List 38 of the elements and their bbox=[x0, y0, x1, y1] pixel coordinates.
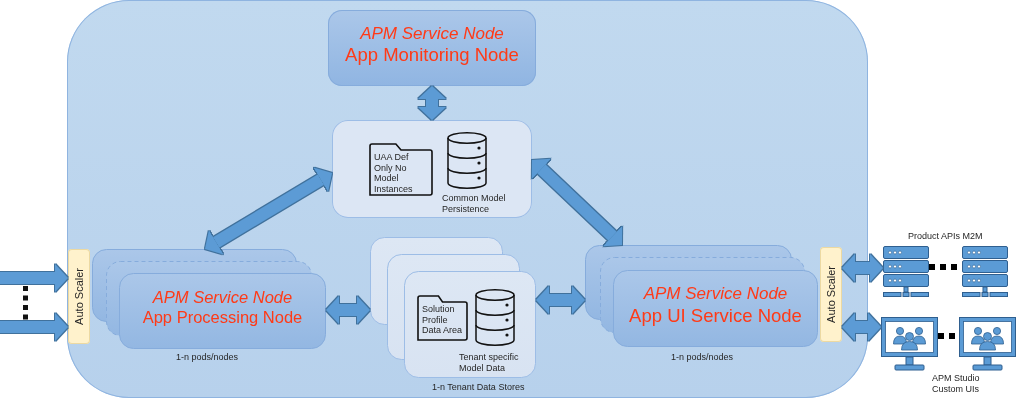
stacked-cards bbox=[92, 249, 326, 349]
double-arrow bbox=[418, 86, 446, 120]
folder-shape bbox=[369, 143, 433, 196]
node-caption: 1-n pods/nodes bbox=[671, 352, 734, 363]
node-role-title: APM Service Node bbox=[643, 284, 788, 305]
scaler-label: Auto Scaler bbox=[73, 268, 85, 325]
node-caption: 1-n Tenant Data Stores bbox=[432, 382, 525, 393]
storage-card bbox=[332, 120, 532, 218]
double-arrow bbox=[326, 296, 370, 324]
node-caption: 1-n pods/nodes bbox=[176, 352, 239, 363]
arrow bbox=[0, 264, 68, 292]
server-icon bbox=[962, 246, 1008, 298]
folder-label: UAA Def Only No Model Instances bbox=[374, 152, 414, 194]
server-icon bbox=[883, 246, 929, 298]
scaler-bar bbox=[68, 249, 90, 344]
stacked-cards bbox=[370, 237, 536, 378]
service-node-card bbox=[328, 10, 536, 86]
rounded-panel bbox=[67, 0, 868, 398]
node-role-title: APM Service Node bbox=[360, 23, 504, 45]
double-arrow bbox=[842, 254, 883, 282]
node-role-title: APM Service Node bbox=[152, 288, 293, 308]
group-label: APM Studio Custom UIs bbox=[932, 373, 981, 395]
node-name: App Processing Node bbox=[142, 308, 303, 328]
storage-caption: Common Model Persistence bbox=[442, 193, 507, 214]
monitor-icon bbox=[959, 317, 1016, 372]
folder-shape bbox=[417, 295, 468, 341]
arrow bbox=[0, 313, 68, 341]
node-name: App Monitoring Node bbox=[345, 44, 519, 67]
node-name: App UI Service Node bbox=[629, 304, 802, 327]
stacked-cards bbox=[585, 245, 818, 347]
folder-label: Solution Profile Data Area bbox=[422, 304, 464, 336]
double-arrow bbox=[842, 313, 881, 341]
scaler-label: Auto Scaler bbox=[825, 266, 837, 323]
group-label: Product APIs M2M bbox=[908, 231, 984, 242]
scaler-bar bbox=[820, 247, 842, 342]
storage-caption: Tenant specific Model Data bbox=[459, 352, 520, 373]
monitor-icon bbox=[881, 317, 938, 372]
double-arrow bbox=[536, 286, 585, 314]
